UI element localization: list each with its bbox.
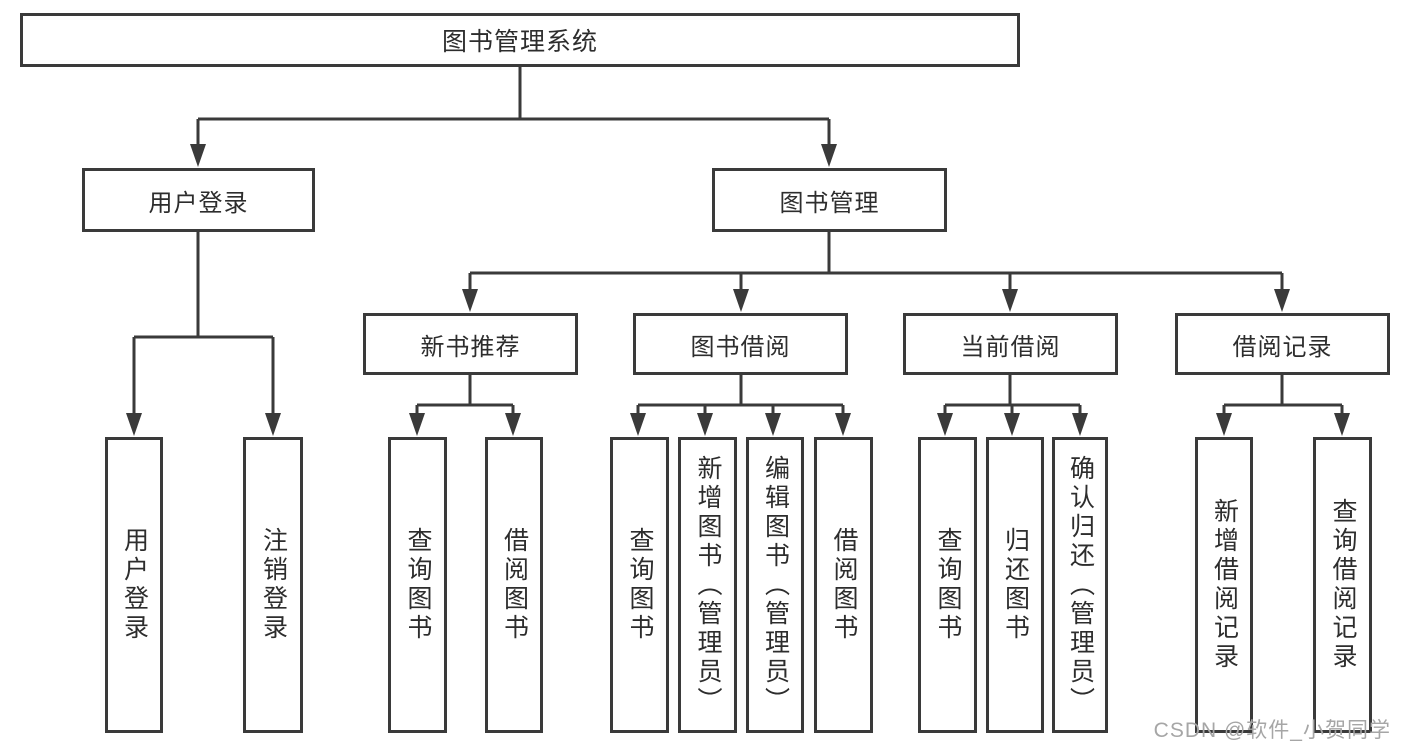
node-book-borrow: 图书借阅	[633, 313, 848, 375]
leaf-borrow-books-recommend: 借阅图书	[485, 437, 543, 733]
leaf-return-books: 归还图书	[986, 437, 1044, 733]
leaf-query-borrow-record: 查询借阅记录	[1313, 437, 1372, 733]
leaf-query-books-recommend: 查询图书	[388, 437, 447, 733]
leaf-confirm-return-admin: 确认归还（管理员）	[1052, 437, 1108, 733]
node-book-management: 图书管理	[712, 168, 947, 232]
leaf-query-books-current: 查询图书	[918, 437, 977, 733]
node-borrow-records: 借阅记录	[1175, 313, 1390, 375]
leaf-borrow-books: 借阅图书	[814, 437, 873, 733]
csdn-watermark: CSDN @软件_小贺同学	[1153, 719, 1391, 742]
leaf-add-books-admin: 新增图书（管理员）	[678, 437, 737, 733]
node-user-login: 用户登录	[82, 168, 315, 232]
node-new-book-recommend: 新书推荐	[363, 313, 578, 375]
leaf-query-books-borrow: 查询图书	[610, 437, 669, 733]
leaf-edit-books-admin: 编辑图书（管理员）	[746, 437, 804, 733]
leaf-logout: 注销登录	[243, 437, 303, 733]
node-library-system: 图书管理系统	[20, 13, 1020, 67]
leaf-user-login: 用户登录	[105, 437, 163, 733]
leaf-add-borrow-record: 新增借阅记录	[1195, 437, 1253, 733]
node-current-borrow: 当前借阅	[903, 313, 1118, 375]
arrowheads	[126, 144, 1350, 436]
